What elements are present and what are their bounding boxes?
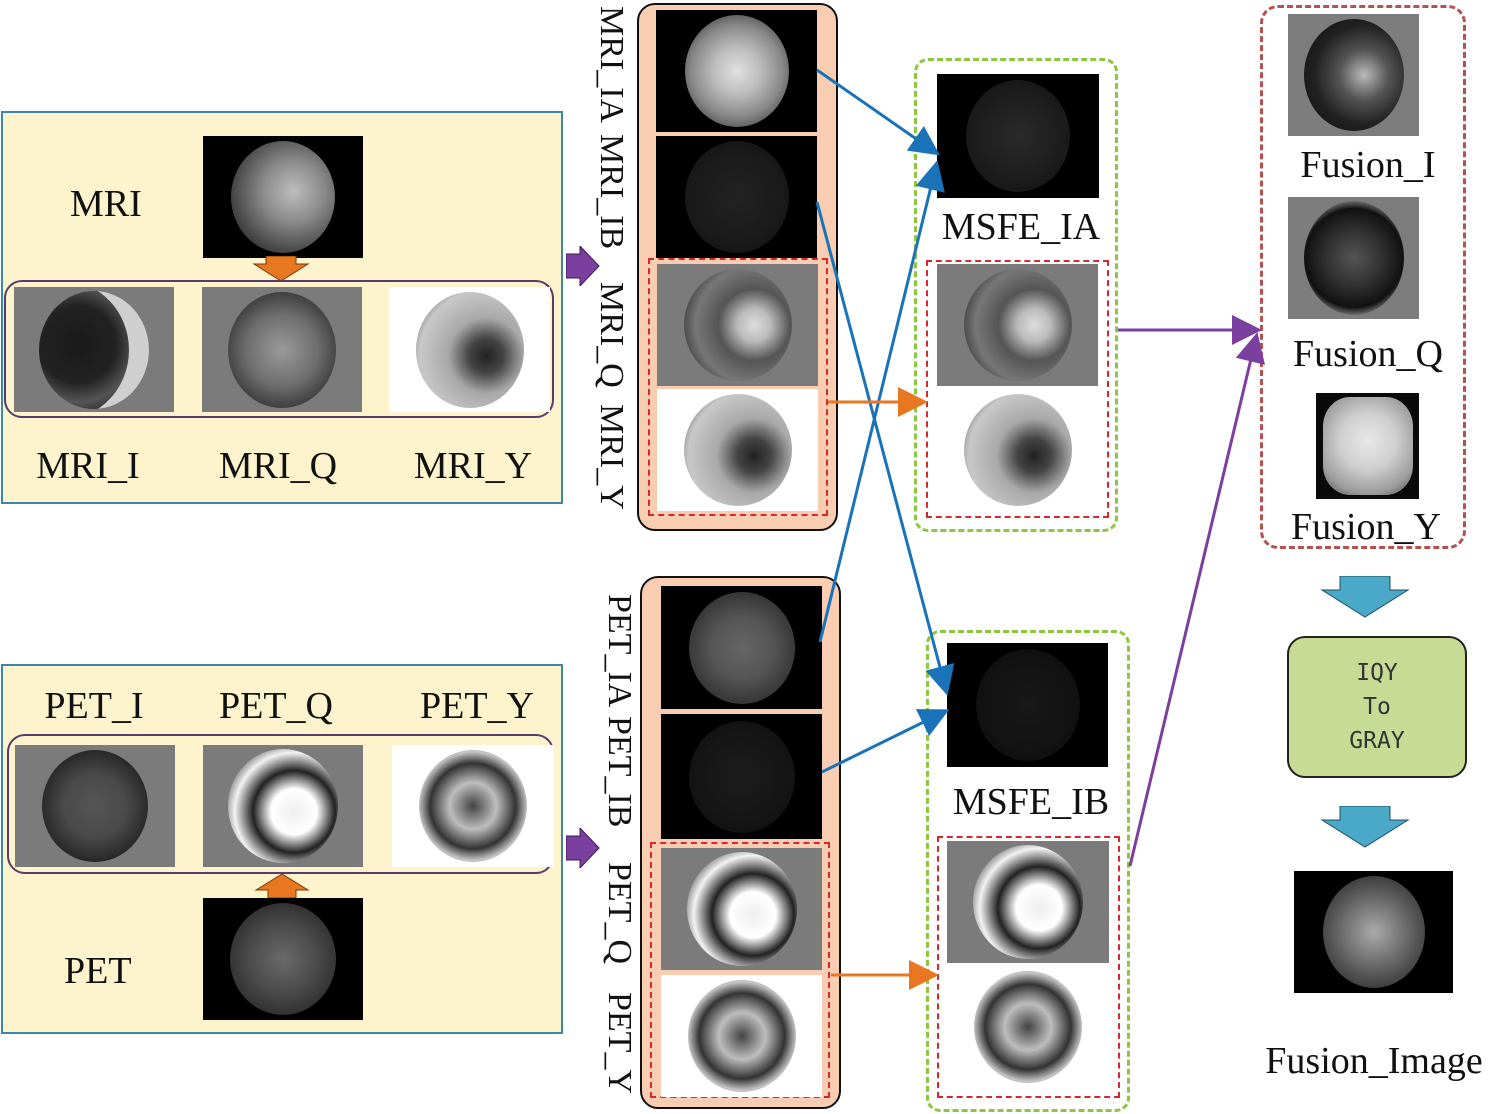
mri-qy-group: [648, 258, 828, 516]
pet-forward-arrow-icon: [566, 828, 600, 868]
msfe-ia-image: [937, 74, 1099, 198]
mri-q-label: MRI_Q: [218, 445, 338, 487]
pet-y-label: PET_Y: [420, 685, 534, 727]
mri-split-arrow-icon: [252, 256, 310, 282]
pet-ia-image: [661, 586, 822, 709]
msfe-ib-image: [947, 643, 1108, 767]
mri-y-image: [389, 287, 550, 412]
pet-split-arrow-icon: [254, 873, 310, 899]
msfe-ib-label: MSFE_IB: [952, 781, 1110, 823]
fusion-i-label: Fusion_I: [1300, 144, 1436, 186]
pet-q-label: PET_Q: [219, 685, 333, 727]
to-output-arrow-icon: [1320, 806, 1410, 848]
fusion-y-image: [1316, 393, 1419, 499]
msfe-ia-label: MSFE_IA: [941, 206, 1101, 248]
pet-y-stack-image: [661, 975, 822, 1097]
mri-source-label: MRI: [70, 183, 142, 225]
fusion-group: [1260, 5, 1466, 549]
fusion-q-label: Fusion_Q: [1293, 333, 1443, 375]
pet-source-image: [203, 898, 363, 1020]
pet-q-stack-image: [661, 848, 822, 970]
msfe-a-y-image: [937, 389, 1098, 511]
pet-y-image: [392, 745, 554, 867]
mri-ia-image: [656, 10, 817, 132]
pet-q-image: [203, 745, 363, 867]
fusion-y-label: Fusion_Y: [1291, 506, 1441, 548]
fusion-i-image: [1288, 14, 1419, 136]
pet-i-label: PET_I: [44, 685, 144, 727]
mri-i-image: [14, 287, 174, 412]
pet-ia-to-msfe-a-arrow: [818, 160, 945, 643]
converter-line-1: IQY: [1356, 660, 1398, 686]
fusion-output-image: [1294, 871, 1453, 993]
mri-i-label: MRI_I: [36, 445, 140, 487]
converter-line-2: To: [1363, 694, 1391, 720]
mri-q-image: [202, 287, 362, 412]
mri-source-image: [203, 136, 363, 258]
mri-ib-image: [656, 136, 817, 258]
mri-y-label: MRI_Y: [413, 445, 533, 487]
pet-ib-to-msfe-b-arrow: [821, 709, 950, 774]
mri-ia-to-msfe-a-arrow: [816, 68, 940, 156]
mri-forward-arrow-icon: [566, 246, 600, 286]
fusion-q-image: [1288, 197, 1419, 319]
msfe-b-to-fusion-arrow: [1128, 332, 1266, 867]
msfe-b-q-image: [947, 841, 1109, 963]
mri-y-stack-image: [657, 389, 818, 511]
mri-channel-group: [4, 280, 554, 418]
msfe-a-group: [914, 58, 1118, 532]
fusion-image-label: Fusion_Image: [1265, 1040, 1483, 1082]
pet-source-label: PET: [64, 950, 132, 992]
converter-line-3: GRAY: [1349, 728, 1405, 754]
msfe-b-y-image: [947, 966, 1109, 1088]
mri-ib-to-msfe-b-arrow: [815, 201, 955, 696]
pet-qy-group: [650, 842, 830, 1098]
to-converter-arrow-icon: [1320, 576, 1410, 618]
mri-q-stack-image: [657, 264, 818, 386]
msfe-a-q-image: [937, 264, 1098, 386]
pet-i-image: [15, 745, 175, 867]
pet-ib-image: [661, 714, 822, 839]
msfe-b-group: [926, 630, 1130, 1112]
iqy-to-gray-converter: IQY To GRAY: [1287, 636, 1467, 778]
